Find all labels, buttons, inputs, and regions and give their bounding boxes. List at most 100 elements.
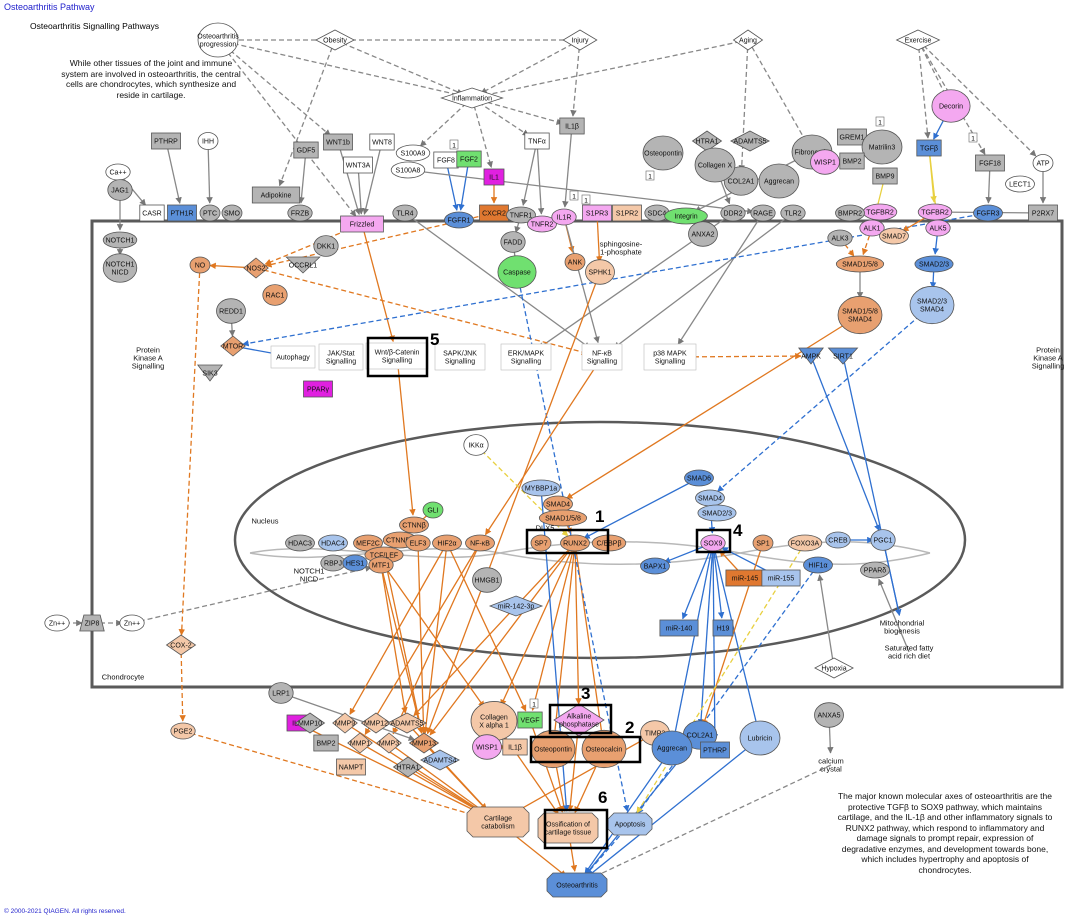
node-exercise[interactable]: Exercise (895, 29, 941, 51)
node-smad158-n[interactable]: SMAD1/5/8 (538, 509, 588, 527)
node-vegf[interactable]: VEGF (517, 711, 543, 729)
node-adamts5-top[interactable]: ADAMTS5 (730, 130, 770, 152)
node-pth1r[interactable]: PTH1R (167, 204, 197, 222)
node-rac1[interactable]: RAC1 (262, 284, 288, 306)
node-gdf5[interactable]: GDF5 (293, 141, 319, 159)
node-ptc[interactable]: PTC (199, 204, 221, 222)
node-integrin[interactable]: Integrin (664, 207, 708, 225)
node-mtf1[interactable]: MTF1 (368, 556, 394, 574)
node-frzb[interactable]: FRZB (287, 204, 313, 222)
node-pparg[interactable]: PPARγ (303, 380, 333, 398)
node-ank[interactable]: ANK (564, 253, 586, 271)
node-zn-left[interactable]: Zn++ (44, 614, 70, 632)
node-sp1[interactable]: SP1 (752, 534, 774, 552)
node-osteocalcin[interactable]: Osteocalcin (581, 729, 627, 769)
node-s1pr3[interactable]: S1PR3 (582, 204, 612, 222)
node-s100a8[interactable]: S100A8 (390, 161, 426, 179)
node-alk1[interactable]: ALK1 (859, 219, 885, 237)
node-mmp10[interactable]: MMP10 (294, 712, 326, 734)
node-creb[interactable]: CREB (825, 531, 851, 549)
node-h19[interactable]: H19 (712, 619, 734, 637)
node-mmp9[interactable]: MMP9 (332, 712, 358, 734)
node-lrp1[interactable]: LRP1 (268, 682, 294, 704)
node-aging[interactable]: Aging (732, 29, 764, 51)
node-bmp2-b[interactable]: BMP2 (313, 734, 339, 752)
node-ctnnb[interactable]: CTNNβ (399, 516, 429, 534)
node-apoptosis[interactable]: Apoptosis (607, 812, 653, 836)
node-ampk[interactable]: AMPK (797, 347, 825, 365)
node-tgfbr2-a[interactable]: TGFBR2 (862, 203, 898, 221)
node-sirt1[interactable]: SIRT1 (827, 347, 859, 365)
node-osteoarthritis[interactable]: Osteoarthritis (546, 872, 608, 898)
node-autophagy[interactable]: Autophagy (270, 345, 316, 369)
node-smad4-n2[interactable]: SMAD4 (695, 489, 725, 507)
node-foxo3a[interactable]: FOXO3A (787, 534, 823, 552)
node-hdac3[interactable]: HDAC3 (285, 534, 315, 552)
node-alk3[interactable]: ALK3 (827, 229, 853, 247)
node-smad7[interactable]: SMAD7 (879, 227, 909, 245)
node-smo[interactable]: SMO (221, 204, 243, 222)
node-htra1-b[interactable]: HTRA1 (392, 756, 424, 778)
node-bapx1[interactable]: BAPX1 (640, 557, 670, 575)
node-il1b-top[interactable]: IL1β (559, 117, 585, 135)
node-injury[interactable]: Injury (562, 29, 598, 51)
node-occrl1[interactable]: OCCRL1 (285, 256, 321, 274)
node-ppar8[interactable]: PPARδ (860, 561, 890, 579)
node-nfkb-n[interactable]: NF-κB (465, 534, 495, 552)
node-anxa2[interactable]: ANXA2 (688, 221, 718, 247)
node-tgfb[interactable]: TGFβ (916, 139, 942, 157)
node-fgf18[interactable]: FGF18 (975, 154, 1005, 172)
node-zip8[interactable]: ZIP8 (79, 614, 105, 632)
node-nos2[interactable]: NOS2 (243, 257, 269, 279)
node-hif1a[interactable]: HIF1α (803, 556, 833, 574)
node-anxa5[interactable]: ANXA5 (814, 702, 844, 728)
node-nucleus[interactable]: Nucleus (251, 517, 278, 526)
node-redd1[interactable]: REDD1 (216, 298, 246, 324)
node-grem1[interactable]: GREM1 (837, 128, 867, 146)
node-nampt[interactable]: NAMPT (336, 758, 366, 776)
node-wisp1-top[interactable]: WISP1 (810, 149, 840, 175)
node-sik3[interactable]: SIK3 (196, 364, 224, 382)
node-obesity[interactable]: Obesity (315, 29, 355, 51)
node-pge2[interactable]: PGE2 (170, 722, 196, 740)
node-adipokine[interactable]: Adipokine (251, 186, 301, 204)
node-s1pr2[interactable]: S1PR2 (612, 204, 642, 222)
node-mtor[interactable]: MTOR (220, 335, 246, 357)
node-elf3[interactable]: ELF3 (405, 534, 431, 552)
node-bmp9[interactable]: BMP9 (872, 167, 898, 185)
node-tlr4[interactable]: TLR4 (392, 204, 418, 222)
node-hdac4[interactable]: HDAC4 (318, 534, 348, 552)
node-cox2[interactable]: COX-2 (165, 634, 197, 656)
node-fgfr1[interactable]: FGFR1 (444, 211, 474, 229)
node-inflam[interactable]: Inflammation (440, 87, 504, 109)
node-mmp1[interactable]: MMP1 (347, 732, 373, 754)
node-tnfr2[interactable]: TNFR2 (527, 215, 557, 233)
node-hif2a[interactable]: HIF2α (432, 534, 462, 552)
node-p2rx7[interactable]: P2RX7 (1028, 204, 1058, 222)
node-tgfbr2-b[interactable]: TGFBR2 (917, 203, 953, 221)
node-il1-top[interactable]: IL1 (483, 168, 505, 186)
node-rage[interactable]: RAGE (750, 204, 776, 222)
node-casr[interactable]: CASR (139, 204, 165, 222)
node-matrilin3[interactable]: Matrilin3 (861, 129, 903, 165)
node-smad23-top[interactable]: SMAD2/3 (914, 255, 954, 273)
node-no[interactable]: NO (189, 256, 211, 274)
node-fgf8[interactable]: FGF8 (433, 151, 459, 169)
node-sox9[interactable]: SOX9 (700, 534, 726, 552)
node-fgfr3[interactable]: FGFR3 (973, 204, 1003, 222)
node-alk5[interactable]: ALK5 (925, 219, 951, 237)
node-mir145[interactable]: miR-145 (725, 569, 765, 587)
